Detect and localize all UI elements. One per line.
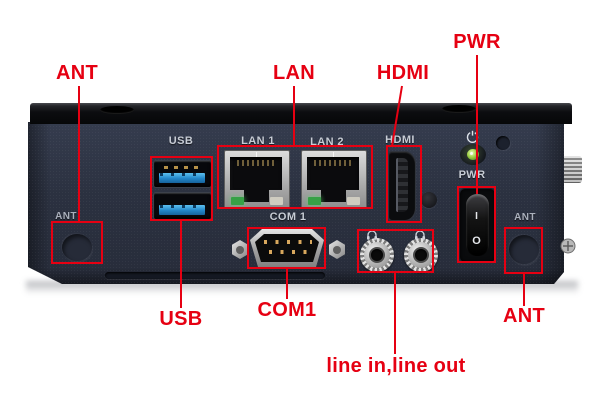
com1-port: [250, 229, 324, 267]
audio-jack-line-in: [360, 238, 394, 272]
callout-usb: USB: [159, 308, 203, 330]
panel-recess-hole: [496, 136, 510, 150]
jack-hole: [415, 249, 427, 261]
hdmi-slot: [396, 158, 408, 212]
rj45-latch-slot: [321, 188, 346, 202]
panel-label-lan1: LAN 1: [241, 135, 275, 147]
dsub-insert: [255, 234, 319, 262]
device-lid: [30, 103, 572, 124]
bottom-slot: [105, 272, 325, 279]
lan-link-led: [231, 197, 244, 205]
callout-pwr: PWR: [453, 31, 501, 53]
line-out-icon: [415, 230, 425, 240]
line-in-icon: [367, 230, 377, 240]
hdmi-port: [388, 151, 416, 221]
panel-label-pwr: PWR: [458, 169, 486, 181]
antenna-connector-stub: [562, 156, 582, 183]
lan-activity-led: [347, 197, 360, 205]
usb-tongue-notches: [160, 173, 204, 176]
lid-vent-hole-right: [442, 105, 476, 113]
com1-jackscrew-right: [329, 240, 345, 259]
lid-vent-hole-left: [100, 106, 134, 114]
callout-com1: COM1: [257, 299, 317, 321]
antenna-knockout-right: [509, 235, 539, 264]
usb-port-1: [153, 160, 212, 188]
panel-label-usb: USB: [168, 135, 194, 147]
power-switch: [459, 188, 496, 263]
jackscrew-core: [236, 246, 244, 254]
usb-port-2: [153, 192, 212, 220]
com1-pins-row-top: [264, 240, 312, 244]
callout-hdmi: HDMI: [376, 62, 430, 84]
callout-ant-left: ANT: [55, 62, 98, 84]
audio-jack-line-out: [404, 238, 438, 272]
rj45-pins: [237, 160, 275, 166]
jack-hole: [371, 249, 383, 261]
device-shadow: [26, 281, 578, 294]
lan-link-led: [308, 197, 321, 205]
com1-jackscrew-left: [232, 240, 248, 259]
panel-label-com1: COM 1: [269, 211, 307, 223]
callout-ant-right: ANT: [502, 305, 545, 327]
panel-label-hdmi: HDMI: [385, 134, 415, 146]
power-led-glow: [467, 149, 479, 160]
com1-pins-row-bottom: [269, 250, 307, 254]
rocker-off-mark: O: [472, 235, 481, 247]
callout-line-in-out: line in,line out: [326, 355, 466, 377]
callout-lan: LAN: [272, 62, 315, 84]
panel-label-lan2: LAN 2: [310, 136, 344, 148]
side-screw: [560, 238, 576, 254]
power-led: [460, 144, 486, 165]
panel-label-ant-left: ANT: [55, 211, 77, 222]
rj45-latch-slot: [244, 188, 269, 202]
usb-tongue-notches: [160, 205, 204, 208]
rocker-on-mark: I: [475, 211, 478, 222]
rj45-pins: [314, 160, 352, 166]
lan2-port: [301, 150, 367, 209]
power-led-glint: [470, 152, 473, 155]
panel-label-ant-right: ANT: [514, 212, 536, 223]
usb-contact-strip: [164, 166, 202, 169]
lan1-port: [224, 150, 290, 209]
lan-activity-led: [270, 197, 283, 205]
jackscrew-core: [333, 246, 341, 254]
hdmi-side-screw: [421, 192, 437, 208]
antenna-knockout-left: [62, 234, 92, 261]
power-symbol-icon: [466, 130, 479, 143]
